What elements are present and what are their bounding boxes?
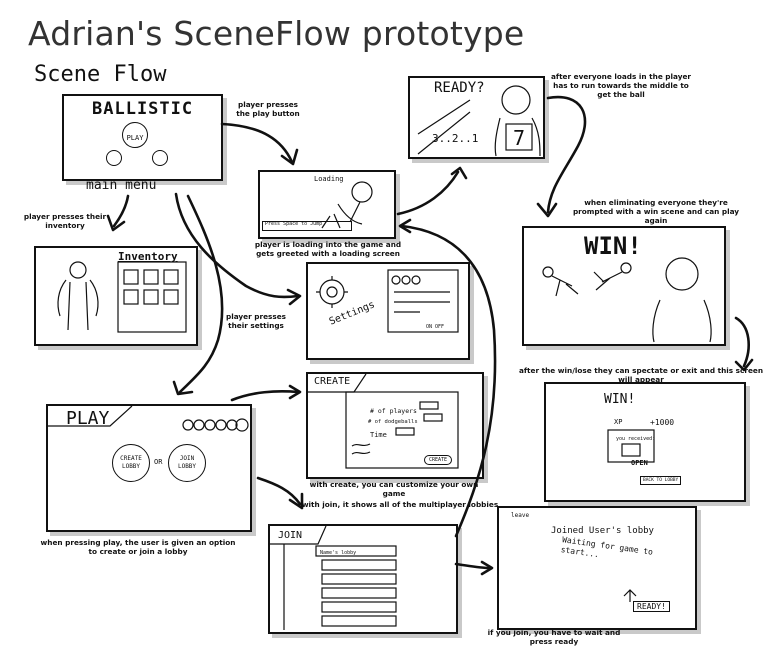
leave-button[interactable]: leave: [511, 512, 530, 519]
countdown-text: 3..2..1: [432, 132, 479, 145]
join-heading: JOIN: [278, 530, 303, 541]
waiting-text: Waiting for game to start...: [560, 535, 654, 560]
player-number: 7: [513, 126, 526, 150]
arrow-to-inventory: [112, 194, 130, 228]
caption-ready: after everyone loads in the player has t…: [550, 72, 692, 99]
arrow-to-loading: [220, 122, 294, 164]
lobby-title: Joined User's lobby: [551, 526, 654, 536]
results-heading: WIN!: [604, 392, 636, 407]
ready-screen: READY? 3..2..1 7: [408, 76, 545, 159]
settings-heading: Settings: [327, 299, 377, 328]
arrowhead: [280, 148, 299, 166]
inventory-button[interactable]: [106, 150, 122, 166]
win-screen: WIN!: [522, 226, 726, 346]
main-menu-screen: BALLISTIC PLAY: [62, 94, 223, 181]
arrow-to-results: [734, 316, 750, 368]
scene-flow-heading: Scene Flow: [34, 62, 167, 87]
time-row: Time: [370, 431, 387, 439]
ready-button[interactable]: READY!: [633, 601, 670, 612]
arrowhead: [106, 214, 126, 232]
loading-text: Loading: [314, 175, 344, 183]
arrow-to-lobby: [454, 562, 492, 570]
caption-join: with join, it shows all of the multiplay…: [301, 500, 499, 509]
xp-label: XP: [614, 418, 623, 426]
arrowhead: [450, 166, 468, 180]
dodgeballs-row: # of dodgeballs: [368, 419, 418, 425]
players-row: # of players: [370, 407, 417, 415]
create-lobby-label: CREATE LOBBY: [120, 455, 142, 470]
play-heading: PLAY: [66, 408, 110, 429]
arrowhead: [172, 380, 194, 396]
join-lobby-label: JOIN LOBBY: [177, 455, 197, 470]
arrowhead: [288, 384, 302, 400]
back-to-lobby-button[interactable]: BACK TO LOBBY: [640, 476, 682, 485]
create-heading: CREATE: [314, 376, 351, 387]
or-text: OR: [154, 458, 163, 466]
arrow-to-join: [256, 476, 302, 506]
loading-screen: Loading Press Space to Jump: [258, 170, 396, 239]
page-title: Adrian's SceneFlow prototype: [28, 14, 525, 53]
win-heading: WIN!: [584, 232, 642, 260]
settings-screen: Settings ON OFF: [306, 262, 470, 360]
play-button-label: PLAY: [126, 134, 144, 142]
arrow-to-win: [546, 95, 587, 214]
received-label: you received:: [616, 436, 656, 442]
arrow-to-ready: [396, 170, 460, 216]
lobby-screen: leave Joined User's lobby Waiting for ga…: [497, 506, 697, 630]
caption-results: after the win/lose they can spectate or …: [518, 366, 764, 384]
results-screen: WIN! XP +1000 you received: OPEN BACK TO…: [544, 382, 746, 502]
arrow-to-create: [230, 389, 300, 402]
caption-lobby: if you join, you have to wait and press …: [487, 628, 621, 646]
game-logo: BALLISTIC: [92, 99, 194, 119]
play-button[interactable]: PLAY: [122, 122, 148, 148]
caption-inventory: player presses their inventory: [23, 212, 107, 230]
lobby-row-name[interactable]: Name's lobby: [320, 550, 357, 556]
caption-play-button: player presses the play button: [236, 100, 300, 118]
caption-create: with create, you can customize your own …: [309, 480, 479, 498]
join-lobby-button[interactable]: JOIN LOBBY: [168, 444, 206, 482]
arrowhead: [480, 560, 494, 576]
xp-value: +1000: [650, 418, 675, 427]
loading-bar: Press Space to Jump: [262, 221, 352, 231]
caption-loading: player is loading into the game and gets…: [254, 240, 402, 258]
settings-button[interactable]: [152, 150, 168, 166]
arrowhead: [398, 218, 412, 234]
create-lobby-button[interactable]: CREATE LOBBY: [112, 444, 150, 482]
open-label[interactable]: OPEN: [631, 459, 648, 467]
main-menu-label: main menu: [86, 178, 157, 193]
caption-win: when eliminating everyone they're prompt…: [572, 198, 740, 225]
arrowhead: [536, 202, 558, 218]
join-screen: JOIN Name's lobby: [268, 524, 458, 634]
inventory-heading: Inventory: [118, 250, 178, 263]
create-screen: CREATE # of players # of dodgeballs Time…: [306, 372, 484, 479]
create-button[interactable]: CREATE: [424, 455, 453, 465]
arrowhead: [286, 288, 302, 306]
loading-tip: Press Space to Jump: [265, 221, 323, 227]
settings-toggle[interactable]: ON OFF: [426, 324, 445, 330]
caption-play: when pressing play, the user is given an…: [40, 538, 236, 556]
ready-heading: READY?: [434, 80, 485, 96]
inventory-screen: Inventory: [34, 246, 198, 346]
play-screen: PLAY CREATE LOBBY OR JOIN LOBBY: [46, 404, 252, 532]
caption-settings: player presses their settings: [225, 312, 287, 330]
